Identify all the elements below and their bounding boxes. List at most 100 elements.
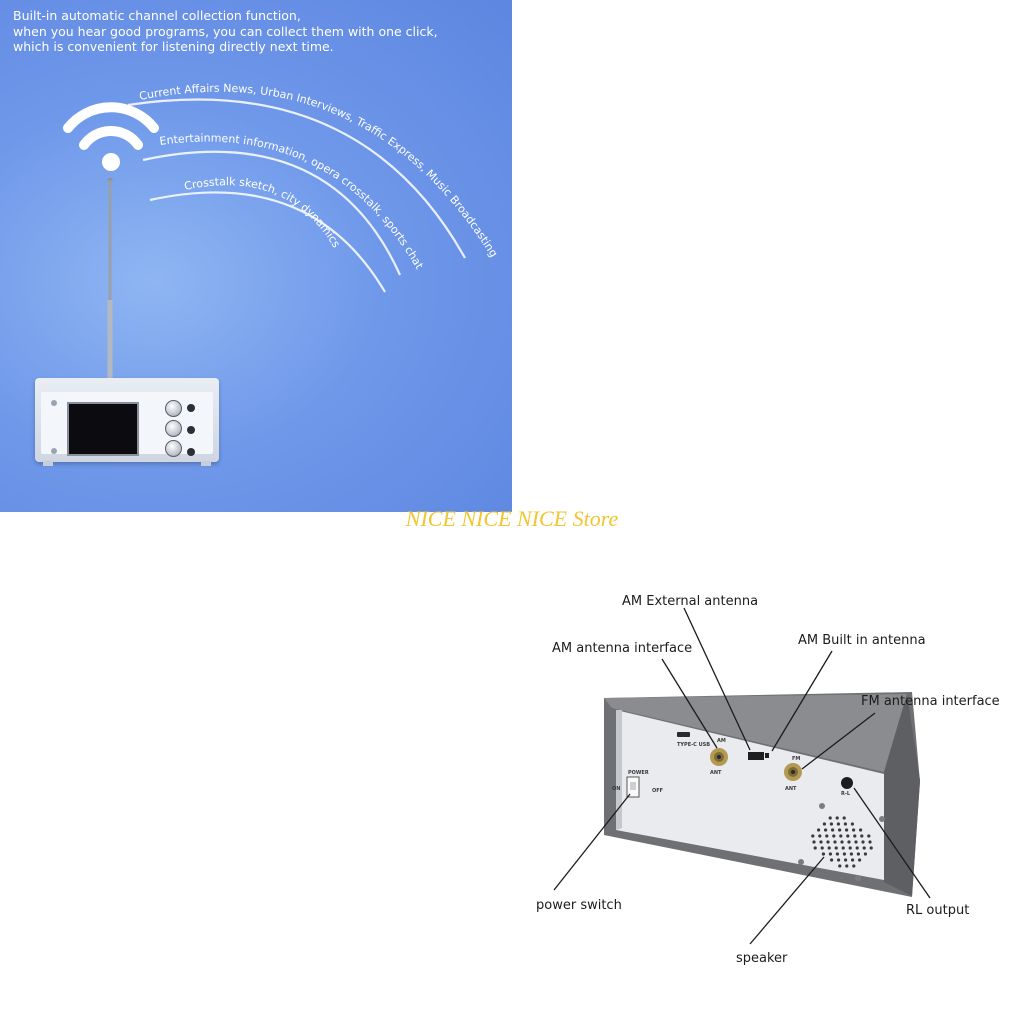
speaker-hole (835, 816, 839, 820)
speaker-hole (856, 852, 860, 856)
speaker-hole (849, 852, 853, 856)
callout-rl-output: RL output (906, 903, 969, 918)
speaker-hole (847, 840, 851, 844)
speaker-hole (853, 834, 857, 838)
front-button (187, 448, 195, 456)
callout-lines (553, 607, 931, 945)
radio-display-screen (67, 402, 139, 456)
speaker-hole (838, 828, 842, 832)
speaker-hole (860, 834, 864, 838)
fm-antenna-connector (784, 763, 802, 781)
speaker-hole (828, 816, 832, 820)
speaker-hole (820, 846, 824, 850)
am-antenna-connector (710, 748, 728, 766)
rl-mark: R-L (841, 791, 851, 797)
speaker-hole (846, 834, 850, 838)
antenna (107, 177, 113, 380)
store-watermark: NICE NICE NICE Store (405, 506, 619, 531)
speaker-hole (852, 864, 856, 868)
ant-mark-left: ANT (710, 770, 722, 776)
speaker-hole (835, 852, 839, 856)
speaker-hole (854, 840, 858, 844)
speaker-hole (844, 858, 848, 862)
speaker-hole (827, 846, 831, 850)
intro-line-2: when you hear good programs, you can col… (13, 23, 438, 39)
signal-arc-line-3 (149, 191, 386, 293)
speaker-hole (852, 828, 856, 832)
speaker-hole (869, 846, 873, 850)
front-button (187, 404, 195, 412)
callout-am-external-antenna: AM External antenna (622, 594, 758, 609)
intro-line-3: which is convenient for listening direct… (13, 39, 334, 54)
speaker-hole (843, 822, 847, 826)
speaker-hole (838, 864, 842, 868)
speaker-hole (839, 834, 843, 838)
callout-speaker: speaker (736, 951, 788, 966)
ant-mark-right: ANT (785, 786, 797, 792)
tuning-knob (165, 400, 182, 417)
tuning-knob (165, 440, 182, 457)
speaker-hole (867, 834, 871, 838)
speaker-hole (824, 828, 828, 832)
speaker-hole (834, 846, 838, 850)
signal-arc-line-1 (127, 98, 466, 259)
speaker-hole (831, 828, 835, 832)
speaker-hole (813, 846, 817, 850)
off-mark: OFF (652, 788, 663, 794)
speaker-hole (851, 858, 855, 862)
speaker-hole (811, 834, 815, 838)
speaker-hole (822, 822, 826, 826)
power-mark: POWER (628, 770, 649, 776)
speaker-hole (817, 828, 821, 832)
speaker-hole (830, 858, 834, 862)
speaker-hole (829, 822, 833, 826)
screw (855, 875, 861, 881)
speaker-hole (859, 828, 863, 832)
speaker-hole (837, 858, 841, 862)
fm-mark: FM (792, 756, 800, 762)
speaker-hole (861, 840, 865, 844)
speaker-hole (826, 840, 830, 844)
am-mark: AM (717, 738, 726, 744)
on-mark: ON (612, 786, 620, 792)
indicator-led (51, 448, 57, 454)
screw (798, 859, 804, 865)
promo-graphic: Current Affairs News, Urban Interviews, … (63, 82, 500, 380)
callout-am-built-in-antenna: AM Built in antenna (798, 633, 926, 648)
intro-text: Built-in automatic channel collection fu… (13, 8, 438, 55)
speaker-hole (840, 840, 844, 844)
speaker-hole (845, 864, 849, 868)
radio-foot (201, 461, 211, 466)
speaker-hole (863, 852, 867, 856)
intro-line-1: Built-in automatic channel collection fu… (13, 8, 301, 23)
power-switch (626, 776, 640, 798)
indicator-led (51, 400, 57, 406)
speaker-hole (868, 840, 872, 844)
speaker-hole (848, 846, 852, 850)
rear-panel-diagram: TYPE-C USB AM ANT FM ANT R-L POWER ON OF… (536, 594, 1000, 966)
speaker-hole (832, 834, 836, 838)
speaker-hole (819, 840, 823, 844)
callout-fm-antenna-interface: FM antenna interface (861, 694, 1000, 709)
radio-foot (43, 461, 53, 466)
speaker-grille (811, 816, 873, 868)
speaker-hole (812, 840, 816, 844)
screw (819, 803, 825, 809)
radio-front-view (35, 378, 219, 466)
speaker-hole (818, 834, 822, 838)
usb-label: TYPE-C USB (677, 742, 710, 748)
speaker-hole (842, 852, 846, 856)
speaker-hole (836, 822, 840, 826)
speaker-hole (862, 846, 866, 850)
speaker-hole (833, 840, 837, 844)
speaker-hole (858, 858, 862, 862)
wifi-signal-icon (63, 102, 159, 171)
screw (879, 816, 885, 822)
speaker-hole (841, 846, 845, 850)
radio-rear-body (604, 692, 920, 897)
signal-arc-line-2 (142, 150, 402, 276)
speaker-hole (842, 816, 846, 820)
rl-output-jack (841, 777, 853, 789)
front-button (187, 426, 195, 434)
speaker-hole (850, 822, 854, 826)
